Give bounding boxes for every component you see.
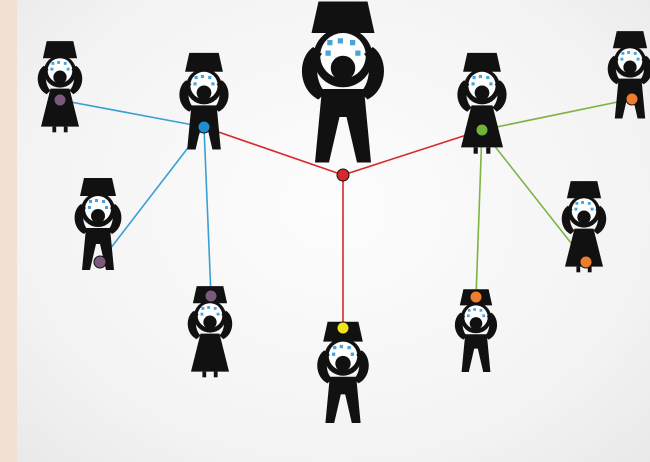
far-right-top-figure [608,31,650,118]
right-leaf-node-1 [470,291,482,303]
left-leaf-node-1 [54,94,66,106]
link-lhub-l3 [204,127,211,296]
right-leaf-node-2 [580,256,592,268]
left-hub-node [198,121,210,133]
right-hub-node [476,124,488,136]
left-leaf-node-2 [94,256,106,268]
right-leaf-node-3 [626,93,638,105]
bottom-leaf-node [337,322,349,334]
far-left-top-figure [38,41,82,132]
center-figure [302,2,384,163]
left-leaf-node-3 [205,290,217,302]
link-rhub-r1 [476,130,482,297]
bottom-center-figure [317,322,369,423]
right-hub-figure [457,53,506,154]
center-hub-node [337,169,349,181]
